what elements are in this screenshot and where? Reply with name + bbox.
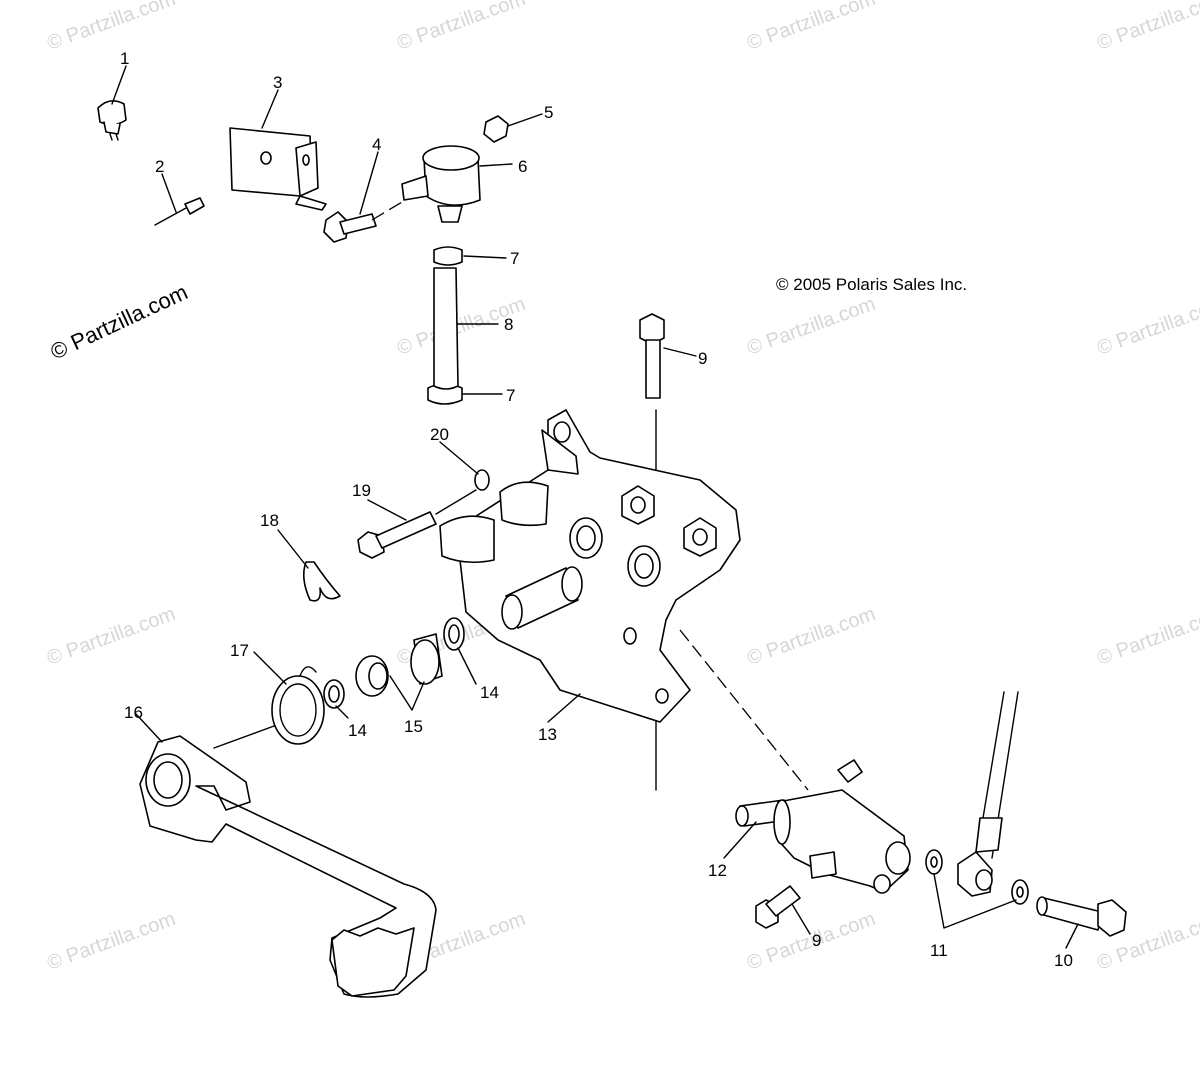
leader-lines <box>111 65 1079 949</box>
callout-16: 16 <box>124 703 143 722</box>
watermark: © Partzilla.com <box>744 0 878 55</box>
callout-20: 20 <box>430 425 449 444</box>
part-8-hose <box>433 267 459 390</box>
part-10-bolt <box>1036 896 1127 937</box>
watermark: © Partzilla.com <box>744 603 878 670</box>
part-1-clip <box>97 100 127 141</box>
part-rod-end <box>957 691 1019 897</box>
callout-labels: 1 2 3 4 5 6 7 8 7 9 20 19 18 17 16 15 14… <box>120 49 1073 970</box>
part-pivot-tube <box>501 566 583 630</box>
watermark: © Partzilla.com <box>44 0 178 55</box>
callout-19: 19 <box>352 481 371 500</box>
part-15-bushing-left <box>355 655 389 697</box>
watermark: © Partzilla.com <box>44 908 178 975</box>
callout-5: 5 <box>544 103 553 122</box>
brand-watermark: © Partzilla.com <box>47 279 192 364</box>
callout-4: 4 <box>372 135 381 154</box>
part-2-rivet <box>154 197 205 226</box>
part-6-reservoir <box>401 145 481 223</box>
part-17-spring <box>213 666 325 749</box>
watermark: © Partzilla.com <box>1094 293 1200 360</box>
callout-17: 17 <box>230 641 249 660</box>
part-11-washer-right <box>1011 879 1029 905</box>
part-11-washer-left <box>925 849 943 875</box>
callout-11: 11 <box>930 941 948 960</box>
part-18-clip <box>302 561 341 602</box>
callout-1: 1 <box>120 49 129 68</box>
callout-14-right: 14 <box>480 683 499 702</box>
callout-2: 2 <box>155 157 164 176</box>
part-12-master-cylinder <box>735 759 911 894</box>
callout-6: 6 <box>518 157 527 176</box>
part-13-pedal-bracket <box>439 409 809 791</box>
callout-7-upper: 7 <box>510 249 519 268</box>
part-7-clamp-upper <box>433 246 463 266</box>
part-5-nut <box>483 115 509 143</box>
part-14-washer-lower <box>323 679 345 709</box>
watermark: © Partzilla.com <box>1094 603 1200 670</box>
callout-9-lower: 9 <box>812 931 821 950</box>
callout-3: 3 <box>273 73 282 92</box>
callout-10: 10 <box>1054 951 1073 970</box>
callout-7-lower: 7 <box>506 386 515 405</box>
callout-14-left: 14 <box>348 721 367 740</box>
watermark: © Partzilla.com <box>394 0 528 55</box>
watermark: © Partzilla.com <box>44 603 178 670</box>
callout-15: 15 <box>404 717 423 736</box>
callout-9-upper: 9 <box>698 349 707 368</box>
part-4-bolt <box>323 195 413 243</box>
part-16-brake-pedal <box>139 735 437 998</box>
part-19-bolt <box>357 489 477 559</box>
copyright-text: © 2005 Polaris Sales Inc. <box>776 275 967 294</box>
part-3-bracket <box>229 127 327 211</box>
part-20-washer <box>474 469 490 491</box>
watermark: © Partzilla.com <box>744 293 878 360</box>
part-15-bushing-right <box>410 633 443 685</box>
callout-13: 13 <box>538 725 557 744</box>
part-14-washer-upper <box>443 617 465 651</box>
callout-8: 8 <box>504 315 513 334</box>
part-9-bolt-short <box>755 885 801 929</box>
callout-18: 18 <box>260 511 279 530</box>
watermark: © Partzilla.com <box>1094 0 1200 55</box>
callout-12: 12 <box>708 861 727 880</box>
